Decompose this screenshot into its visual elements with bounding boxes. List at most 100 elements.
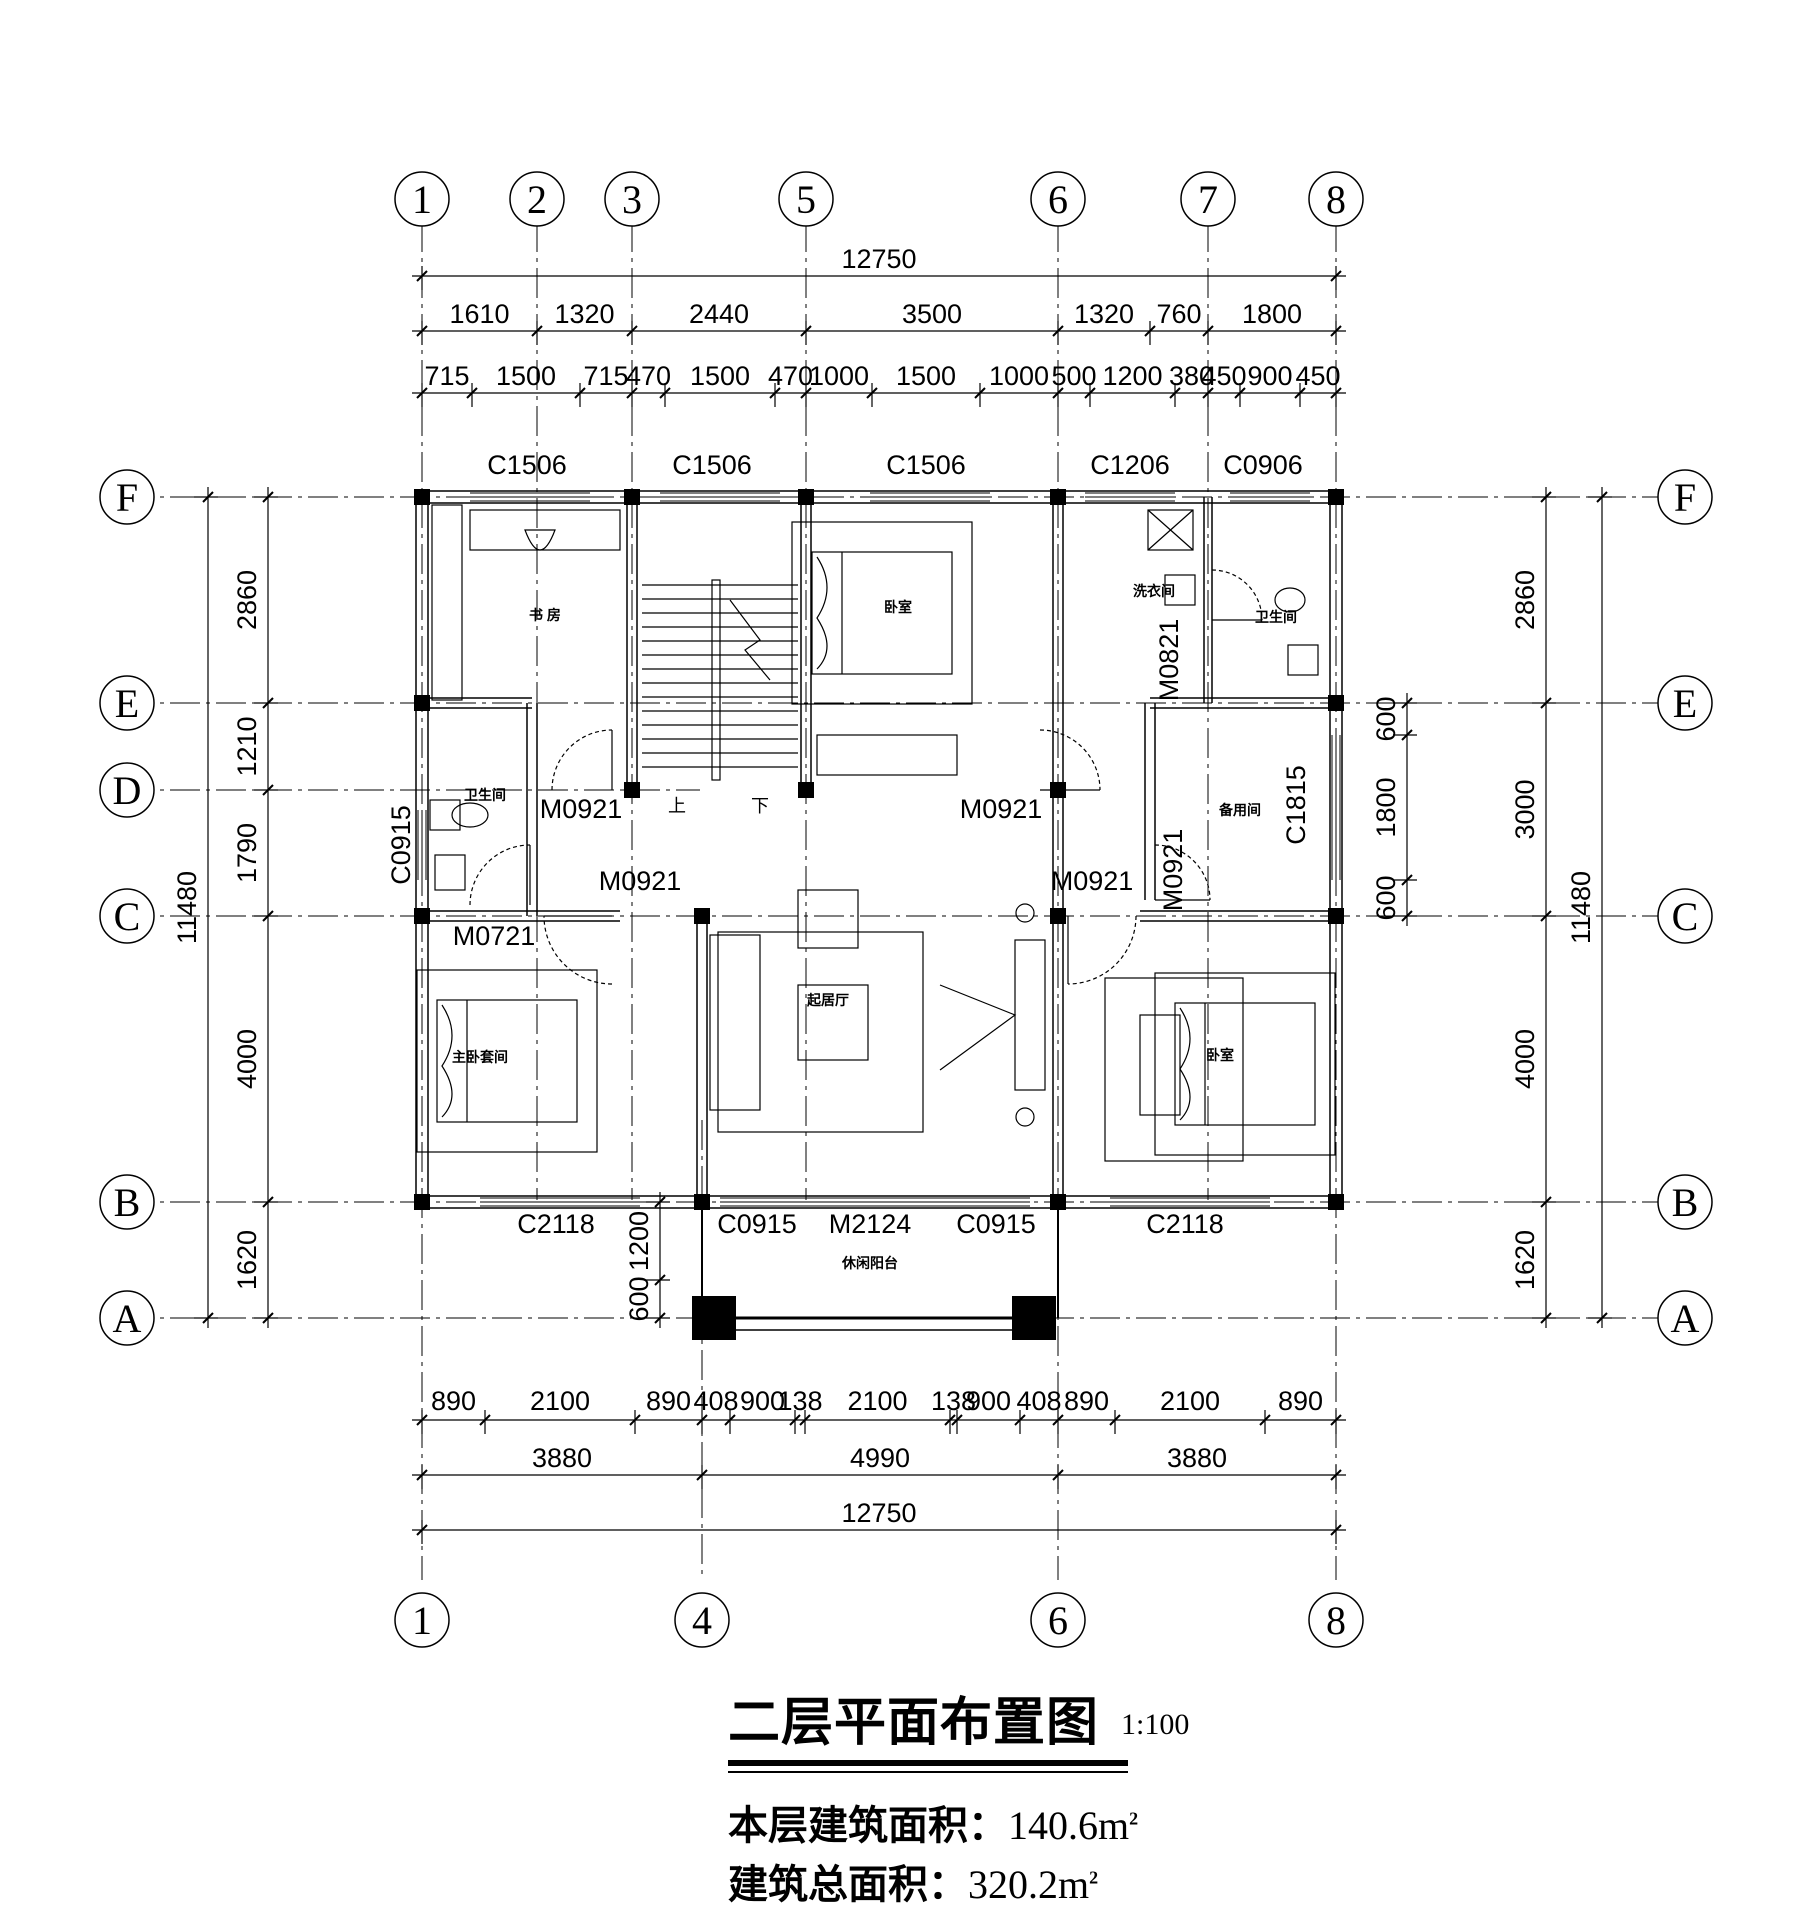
dim-top-row2-value: 470	[626, 361, 671, 391]
dim-top-row2-value: 715	[583, 361, 628, 391]
dim-bottom-row1-value: 890	[1064, 1386, 1109, 1416]
dim-left-total-value: 11480	[172, 871, 202, 944]
drawing-title: 二层平面布置图	[728, 1695, 1100, 1752]
room-label-bath_ne: 卫生间	[1255, 609, 1297, 625]
door-m0921-a-swing	[551, 729, 613, 791]
window-tag: C1506	[487, 450, 567, 480]
room-label-bedroom_north: 卧室	[884, 599, 912, 615]
drawing-scale: 1:100	[1121, 1708, 1190, 1741]
axis-bubble-right-label: F	[1674, 475, 1696, 520]
axis-bubble-top-circle	[1180, 171, 1236, 227]
dim-right-total-value: 11480	[1566, 871, 1596, 944]
window-tag: C0915	[386, 805, 416, 885]
dim-top-row2-value: 1000	[989, 361, 1049, 391]
axis-bubble-top-label: 7	[1198, 177, 1218, 222]
wash-basin	[434, 854, 466, 891]
bed-north-pillows	[816, 556, 828, 670]
floor-area-label: 本层建筑面积：	[728, 1803, 1008, 1848]
dim-left-outer-value: 4000	[232, 1029, 262, 1089]
column	[1328, 695, 1344, 711]
column	[414, 489, 430, 505]
column	[1050, 1194, 1066, 1210]
column	[1328, 489, 1344, 505]
dim-top-row1-value: 1320	[1074, 299, 1134, 329]
dim-bottom-row1-value: 2100	[1160, 1386, 1220, 1416]
bed-se-pillows	[1179, 1007, 1191, 1121]
axis-bubble-bottom-circle	[674, 1592, 730, 1648]
room-label-master: 主卧套间	[452, 1049, 508, 1065]
column	[694, 908, 710, 924]
dim-top-row2-value: 1500	[896, 361, 956, 391]
study-desk	[469, 509, 621, 551]
dim-bottom-row1-value: 408	[693, 1386, 738, 1416]
dim-top-row2-value: 470	[768, 361, 813, 391]
axis-bubble-right-label: B	[1672, 1180, 1699, 1225]
dim-bottom-row1-value: 138	[931, 1386, 976, 1416]
axis-bubble-left-circle	[99, 1290, 155, 1346]
dim-right-inner-value: 600	[1371, 696, 1401, 741]
shower-tray	[1147, 509, 1194, 551]
dim-right-outer-value: 4000	[1510, 1029, 1540, 1089]
dim-right-inner-value: 1800	[1371, 777, 1401, 837]
door-m0821-swing	[1211, 569, 1263, 621]
total-area-value: 320.2m	[968, 1862, 1090, 1907]
dim-top-row2-value: 1200	[1102, 361, 1162, 391]
dim-top-row2-value: 1000	[809, 361, 869, 391]
dim-top-row2-value: 380	[1169, 361, 1214, 391]
axis-bubble-left-label: D	[113, 768, 142, 813]
axis-bubble-top-label: 6	[1048, 177, 1068, 222]
axis-bubble-left-label: B	[114, 1180, 141, 1225]
dim-top-row1-value: 3500	[902, 299, 962, 329]
axis-bubble-right-circle	[1657, 675, 1713, 731]
column	[1328, 1194, 1344, 1210]
axis-bubble-bottom-circle	[394, 1592, 450, 1648]
axis-bubble-right-label: A	[1671, 1296, 1700, 1341]
dim-top-row2-value: 900	[1247, 361, 1292, 391]
column	[1050, 908, 1066, 924]
axis-bubble-right-label: E	[1673, 681, 1697, 726]
dim-balcony-value: 1200	[624, 1211, 654, 1271]
window-tag: C0915	[956, 1209, 1036, 1239]
view-line	[939, 984, 1017, 1071]
dim-right-inner-value: 600	[1371, 875, 1401, 920]
axis-bubble-bottom-label: 8	[1326, 1598, 1346, 1643]
column	[414, 695, 430, 711]
stair-down-label: 下	[751, 796, 769, 816]
wardrobe	[431, 504, 463, 701]
room-label-balcony: 休闲阳台	[841, 1255, 898, 1271]
dim-right-outer-value: 3000	[1510, 779, 1540, 839]
dim-top-row2-value: 715	[424, 361, 469, 391]
bed-north-rug	[791, 521, 973, 705]
window-tag: C0915	[717, 1209, 797, 1239]
column	[798, 782, 814, 798]
column	[624, 489, 640, 505]
dim-top-total-value: 12750	[841, 244, 916, 274]
plant-pot	[1015, 1107, 1035, 1127]
axis-bubble-left-label: A	[113, 1296, 142, 1341]
dim-top-row2-value: 500	[1051, 361, 1096, 391]
dim-top-row1-value: 1320	[554, 299, 614, 329]
total-area-unit-sup: 2	[1089, 1867, 1099, 1888]
armchair	[797, 889, 859, 949]
window-tag: C1815	[1281, 765, 1311, 845]
tv-cabinet	[1014, 939, 1046, 1091]
column	[694, 1194, 710, 1210]
door-tag: M2124	[829, 1209, 912, 1239]
axis-bubble-top-circle	[394, 171, 450, 227]
room-label-bedroom_se: 卧室	[1206, 1047, 1234, 1063]
room-label-study: 书 房	[529, 607, 561, 623]
door-tag: M0921	[960, 794, 1043, 824]
dim-top-row2-value: 450	[1295, 361, 1340, 391]
axis-bubble-top-label: 3	[622, 177, 642, 222]
toilet-tank	[429, 799, 461, 831]
door-tag: M0921	[540, 794, 623, 824]
dim-bottom-row1-value: 890	[1278, 1386, 1323, 1416]
axis-bubble-right-circle	[1657, 1290, 1713, 1346]
wash-basin	[1287, 644, 1319, 676]
axis-bubble-left-circle	[99, 888, 155, 944]
door-tag: M0721	[453, 921, 536, 951]
dim-top-row2-value: 1500	[690, 361, 750, 391]
axis-bubble-right-label: C	[1672, 894, 1699, 939]
axis-bubble-bottom-circle	[1030, 1592, 1086, 1648]
dim-top-row2-value: 1500	[496, 361, 556, 391]
